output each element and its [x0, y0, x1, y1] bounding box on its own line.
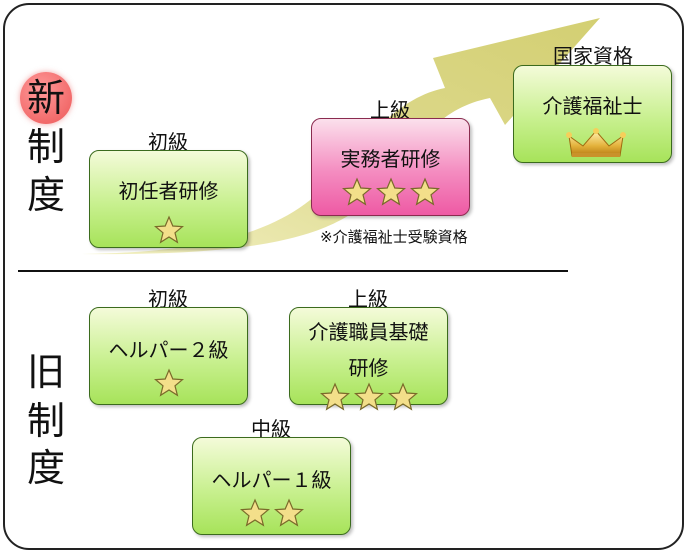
star-icon: [353, 382, 384, 411]
old-intermediate-stars: [193, 498, 350, 533]
old-intermediate-box: ヘルパー１級: [192, 437, 351, 535]
old-advanced-box: 介護職員基礎 研修: [289, 307, 448, 411]
old-label-char-1: 旧: [26, 350, 65, 394]
old-advanced-stars: [290, 382, 447, 417]
new-beginner-box: 初任者研修: [89, 150, 248, 248]
system-divider: [18, 270, 568, 272]
new-advanced-name: 実務者研修: [340, 147, 441, 171]
new-advanced-stars: [312, 177, 469, 212]
star-icon: [319, 382, 350, 411]
star-icon: [341, 177, 372, 206]
old-advanced-name-line-2: 研修: [348, 356, 389, 380]
new-label-char-1: 新: [26, 76, 65, 120]
old-intermediate-name: ヘルパー１級: [211, 468, 332, 492]
new-advanced-box: 実務者研修: [311, 118, 470, 216]
star-icon: [375, 177, 406, 206]
national-name: 介護福祉士: [542, 94, 643, 118]
old-label-char-3: 度: [26, 446, 65, 490]
old-advanced-name-line-1: 介護職員基礎: [308, 320, 429, 344]
new-badge: [20, 72, 72, 124]
star-icon: [153, 368, 184, 397]
star-icon: [153, 215, 184, 244]
old-beginner-name: ヘルパー２級: [108, 338, 229, 362]
national-box: 介護福祉士: [513, 65, 672, 163]
star-icon: [409, 177, 440, 206]
old-label-char-2: 制: [26, 399, 65, 443]
star-icon: [239, 498, 270, 527]
new-advanced-note: ※介護福祉士受験資格: [320, 228, 468, 246]
old-beginner-box: ヘルパー２級: [89, 307, 248, 405]
old-beginner-stars: [90, 368, 247, 403]
crown-icon: [566, 128, 626, 157]
star-icon: [387, 382, 418, 411]
new-label-char-2: 制: [26, 125, 65, 169]
new-beginner-stars: [90, 215, 247, 250]
new-label-char-3: 度: [26, 173, 65, 217]
new-beginner-name: 初任者研修: [118, 179, 219, 203]
star-icon: [273, 498, 304, 527]
national-level: 国家資格: [553, 44, 633, 68]
